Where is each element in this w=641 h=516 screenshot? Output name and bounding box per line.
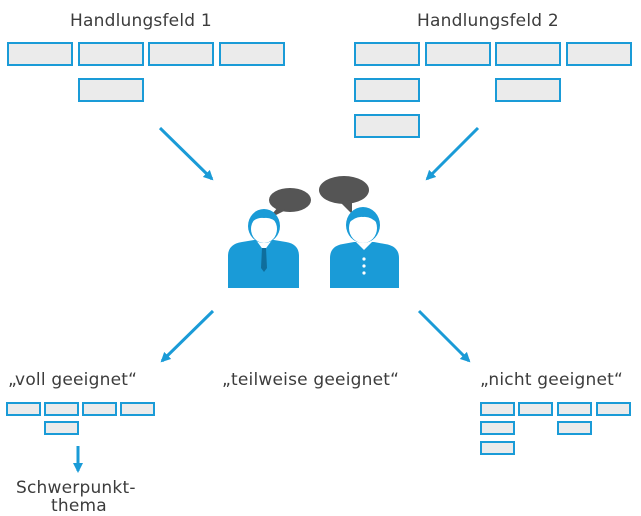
field-1-box: [7, 42, 73, 66]
field-1-box: [148, 42, 214, 66]
field-1-box: [78, 78, 144, 102]
voll-geeignet-box: [44, 421, 79, 435]
voll-geeignet-box: [82, 402, 117, 416]
voll-geeignet-box: [44, 402, 79, 416]
arrow-field-2-to-discussion: [425, 126, 480, 181]
field-2-box: [495, 42, 561, 66]
person-with-tie-icon: [228, 209, 299, 288]
nicht-geeignet-box: [480, 441, 515, 455]
nicht-geeignet-box: [480, 421, 515, 435]
field-2-box: [354, 42, 420, 66]
arrow-to-voll-geeignet: [160, 309, 215, 363]
outcome-teilweise-geeignet: „teilweise geeignet“: [222, 370, 400, 390]
nicht-geeignet-box: [557, 421, 592, 435]
arrow-field-1-to-discussion: [158, 126, 214, 181]
nicht-geeignet-box: [596, 402, 631, 416]
focus-topic-label-line-1: Schwerpunkt-: [16, 478, 136, 498]
nicht-geeignet-box: [557, 402, 592, 416]
focus-topic-label-line-2: thema: [51, 496, 107, 516]
field-1-title: Handlungsfeld 1: [70, 11, 212, 31]
field-1-box: [219, 42, 285, 66]
field-2-box: [566, 42, 632, 66]
nicht-geeignet-box: [518, 402, 553, 416]
voll-geeignet-box: [120, 402, 155, 416]
field-2-box: [495, 78, 561, 102]
speech-bubble-icon: [319, 176, 369, 214]
nicht-geeignet-box: [480, 402, 515, 416]
field-2-box: [425, 42, 491, 66]
field-2-box: [354, 78, 420, 102]
field-1-box: [78, 42, 144, 66]
arrow-to-nicht-geeignet: [417, 309, 471, 363]
voll-geeignet-box: [6, 402, 41, 416]
field-2-title: Handlungsfeld 2: [417, 11, 559, 31]
field-2-box: [354, 114, 420, 138]
outcome-nicht-geeignet: „nicht geeignet“: [480, 370, 624, 390]
outcome-voll-geeignet: „voll geeignet“: [8, 370, 138, 390]
person-icon: [330, 207, 399, 288]
